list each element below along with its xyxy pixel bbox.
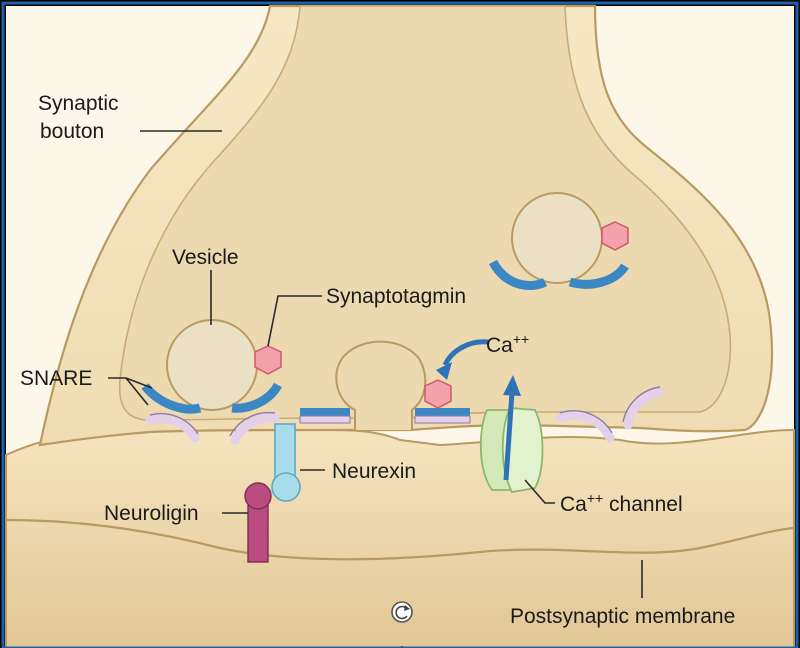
calcium-channel (479, 407, 544, 493)
label-ca-channel-base: Ca (560, 493, 587, 516)
label-calcium-base: Ca (486, 334, 513, 357)
label-synaptotagmin: Synaptotagmin (326, 285, 466, 308)
label-neuroligin: Neuroligin (104, 502, 199, 525)
label-postsynaptic-membrane: Postsynaptic membrane (510, 605, 735, 628)
snare-lilac-arcs (145, 387, 665, 445)
synaptotagmin-active (424, 379, 452, 409)
label-calcium-sup: ++ (513, 331, 529, 347)
snare-blue-left-b (231, 382, 282, 413)
label-ca-channel-sup: ++ (587, 490, 603, 506)
label-bouton: bouton (40, 120, 104, 143)
vesicle-left (166, 319, 258, 411)
snare-blue-upper-right (568, 263, 629, 289)
label-ca-channel: Ca++ channel (560, 490, 683, 516)
synaptotagmin-left (254, 345, 282, 375)
snare-blue-left-a (141, 383, 202, 414)
label-calcium: Ca++ (486, 331, 529, 357)
calcium-arrow-vertical (503, 391, 515, 481)
leader-snare-b (125, 377, 149, 406)
synaptotagmin-upper (601, 221, 629, 251)
label-synaptic: Synaptic (38, 92, 119, 115)
active-zone-bar-right (415, 408, 470, 416)
active-zone-bar-left (300, 408, 350, 416)
label-snare: SNARE (20, 367, 92, 390)
calcium-arrow-curved (442, 339, 489, 367)
label-neurexin: Neurexin (332, 460, 416, 483)
vesicle-upper (511, 192, 603, 284)
postsynaptic-membrane-line (5, 518, 795, 561)
snare-blue-upper-left (489, 259, 548, 290)
leader-ca-channel (524, 479, 555, 504)
leader-synaptotagmin (267, 295, 322, 347)
label-vesicle: Vesicle (172, 246, 239, 269)
refresh-icon[interactable] (391, 601, 413, 623)
label-ca-channel-rest: channel (603, 493, 682, 516)
